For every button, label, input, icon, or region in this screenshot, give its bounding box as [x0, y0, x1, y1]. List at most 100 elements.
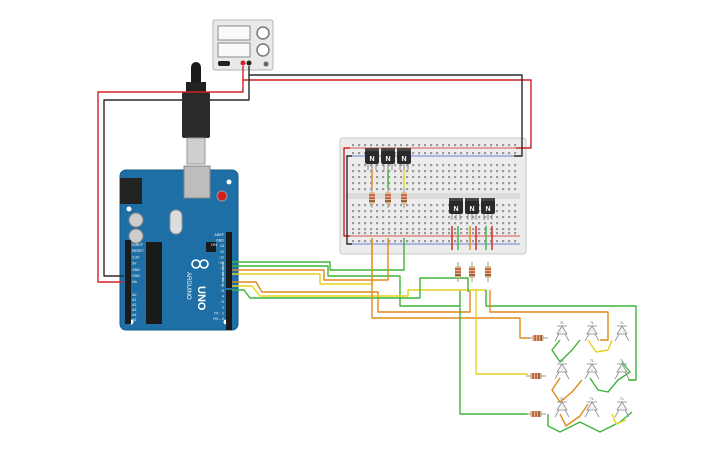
arduino-logo — [191, 259, 209, 269]
wire-red-supply-to-breadboard[interactable] — [242, 66, 532, 149]
resistor[interactable] — [401, 188, 407, 208]
led-label: 7L — [620, 320, 625, 325]
wire-black-supply-gnd[interactable] — [248, 66, 523, 157]
pin-label: 3.3V — [132, 255, 140, 259]
wire-red-arduino-5v[interactable] — [97, 80, 244, 283]
led-label: 7L — [590, 320, 595, 325]
transistors: N N N N N N — [365, 148, 495, 220]
wire-green-pin-b[interactable] — [232, 265, 461, 307]
pin-label: 2 — [222, 306, 224, 310]
led-label: 7L — [560, 396, 565, 401]
npn-transistor[interactable]: N — [465, 198, 479, 220]
pin-label: A0 — [132, 293, 136, 297]
transistor-label: N — [369, 156, 374, 163]
wire-orange-col-mid[interactable] — [489, 290, 609, 341]
transistor-label: N — [385, 156, 390, 163]
transistor-label: N — [401, 156, 406, 163]
pin-label: 8 — [222, 272, 224, 276]
pin-label: 13 — [220, 244, 224, 248]
wire-green-led-loop-1[interactable] — [551, 339, 581, 363]
wire-orange-pin-e[interactable] — [232, 281, 471, 313]
pin-label: GND — [132, 274, 140, 278]
resistor[interactable] — [469, 262, 475, 282]
pin-label: RX←0 — [213, 317, 224, 321]
led-label: 7L — [560, 358, 565, 363]
resistor[interactable] — [526, 373, 546, 379]
pin-label: 5V — [132, 262, 137, 266]
resistor[interactable] — [526, 411, 546, 417]
pin-label: 4 — [222, 295, 224, 299]
pin-label: ~6 — [220, 283, 224, 287]
wire-black-breadboard-rail[interactable] — [346, 155, 352, 245]
pin-label: ~10 — [218, 261, 224, 265]
pin-label: A1 — [132, 298, 136, 302]
digital-title: DIGITAL (PWM~) — [221, 262, 225, 285]
wire-green-col-outer[interactable] — [485, 290, 637, 381]
wire-yellow-row-2[interactable] — [475, 290, 528, 375]
wire-green-pin-g[interactable] — [232, 277, 469, 299]
led[interactable]: 7L — [584, 358, 600, 380]
wire-yellow-pin-f[interactable] — [232, 285, 486, 297]
pin-label: RESET — [132, 249, 145, 253]
pin-label: ~5 — [220, 289, 224, 293]
pin-label: 12 — [220, 250, 224, 254]
wire-black-arduino-gnd[interactable] — [103, 75, 250, 277]
led[interactable]: 7L — [614, 358, 630, 380]
wire-orange-led-loop-2[interactable] — [551, 377, 583, 403]
on-label: ON — [211, 242, 217, 247]
led[interactable]: 7L — [614, 396, 630, 418]
led[interactable]: 7L — [554, 320, 570, 342]
wire-orange-pin-c[interactable] — [232, 238, 389, 281]
led[interactable]: 7L — [584, 320, 600, 342]
led[interactable]: 7L — [554, 396, 570, 418]
transistor-label: N — [485, 206, 490, 213]
npn-transistor[interactable]: N — [365, 148, 379, 170]
wire-orange-row-1[interactable] — [371, 238, 530, 339]
resistor[interactable] — [455, 262, 461, 282]
wire-green-row-3[interactable] — [459, 306, 528, 415]
arduino-uno[interactable]: ARDUINO UNO ON IOREFRESET3.3V5VGNDGNDVin… — [119, 165, 239, 331]
resistor[interactable] — [485, 262, 491, 282]
resistor[interactable] — [528, 335, 548, 341]
led-label: 7L — [560, 320, 565, 325]
led[interactable]: 7L — [614, 320, 630, 342]
resistor[interactable] — [369, 188, 375, 208]
resistor[interactable] — [385, 188, 391, 208]
pin-label: GND — [132, 268, 140, 272]
npn-transistor[interactable]: N — [397, 148, 411, 170]
pin-label: A5 — [132, 318, 136, 322]
wire-green-led-loop-2[interactable] — [589, 361, 631, 393]
transistor-label: N — [469, 206, 474, 213]
npn-transistor[interactable]: N — [481, 198, 495, 220]
pin-label: ~11 — [218, 255, 224, 259]
wires — [97, 66, 637, 433]
pin-label: TX→1 — [214, 311, 224, 315]
led[interactable]: 7L — [584, 396, 600, 418]
usb-cable — [182, 62, 210, 165]
transistor-label: N — [453, 206, 458, 213]
pin-label: ~9 — [220, 267, 224, 271]
pin-label: Vin — [132, 280, 137, 284]
pin-label: IOREF — [132, 243, 144, 247]
led-label: 7L — [590, 358, 595, 363]
board-brand: ARDUINO — [185, 272, 191, 300]
wire-orange-led-loop-3[interactable] — [559, 403, 589, 427]
power-supply[interactable] — [212, 19, 274, 71]
wire-green-pin-a[interactable] — [232, 238, 405, 271]
wire-yellow-led-loop-1[interactable] — [587, 339, 613, 353]
pin-label: AREF — [214, 233, 224, 237]
npn-transistor[interactable]: N — [381, 148, 395, 170]
pin-label: A2 — [132, 303, 136, 307]
led-matrix: 7L 7L 7L 7L 7L 7L 7L 7L 7L — [554, 320, 630, 418]
breadboard — [339, 137, 527, 255]
led[interactable]: 7L — [554, 358, 570, 380]
resistors — [369, 188, 548, 417]
wire-yellow-led-loop-3[interactable] — [611, 413, 627, 425]
power-pin-labels: IOREF RESET 3.3V 5V GND GND Vin — [132, 243, 145, 284]
npn-transistor[interactable]: N — [449, 198, 463, 220]
led-label: 7L — [620, 358, 625, 363]
led-label: 7L — [620, 396, 625, 401]
